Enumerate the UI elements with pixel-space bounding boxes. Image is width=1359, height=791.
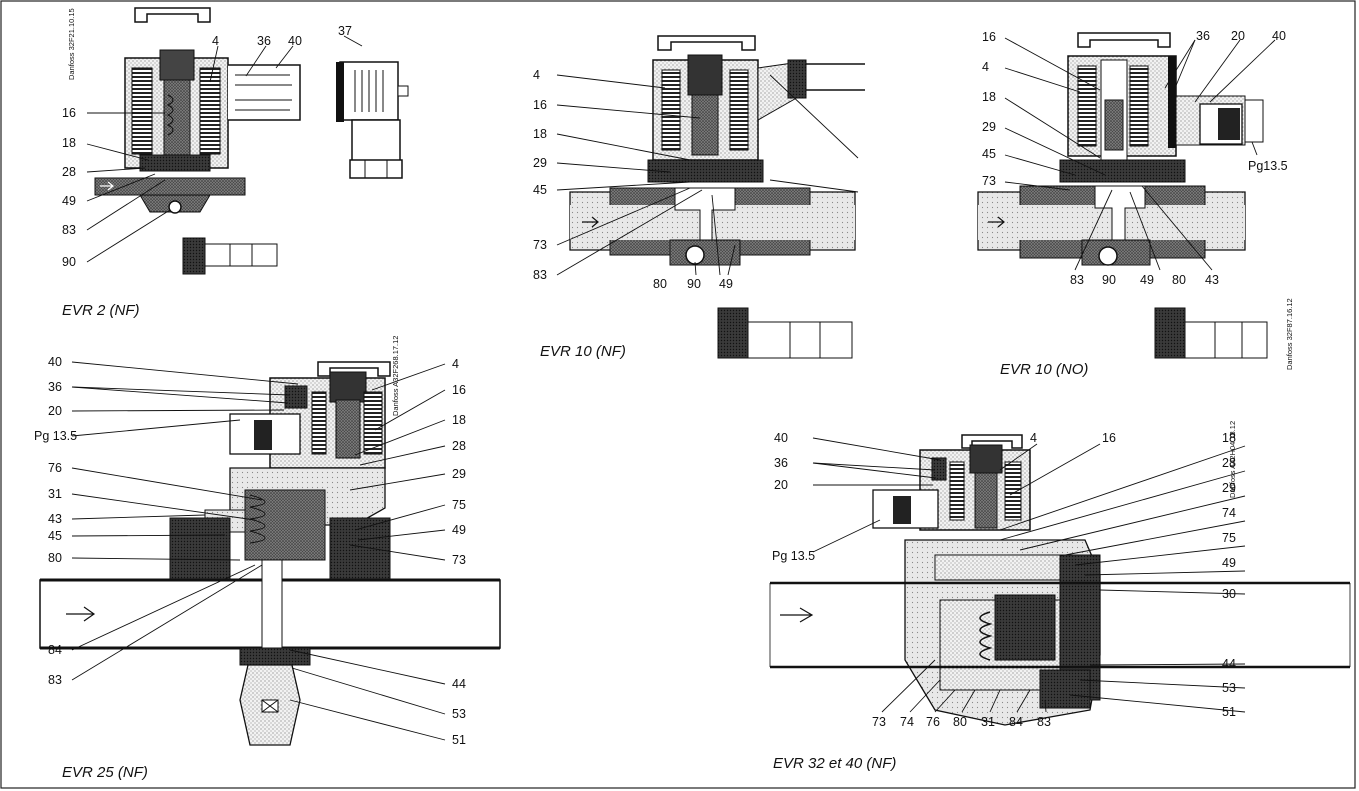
figure-evr2: Danfoss 32F21.10.15 <box>62 7 409 319</box>
label-evr32-83: 83 <box>1037 715 1051 729</box>
label-evr25-43: 43 <box>48 512 62 526</box>
label-evr25-44: 44 <box>452 677 466 691</box>
label-evr10nf-49: 49 <box>719 277 733 291</box>
label-evr10no-73: 73 <box>982 174 996 188</box>
label-evr32-44: 44 <box>1222 657 1236 671</box>
label-evr2-83: 83 <box>62 223 76 237</box>
drawing-code-evr32: Danfoss A42H04.18.12 <box>1228 421 1237 498</box>
caption-evr32-40: EVR 32 et 40 (NF) <box>773 755 896 772</box>
caption-evr10-no: EVR 10 (NO) <box>1000 361 1088 378</box>
label-evr32-28: 28 <box>1222 456 1236 470</box>
label-evr2-40: 40 <box>288 34 302 48</box>
label-evr10nf-4: 4 <box>533 68 540 82</box>
label-evr25-83: 83 <box>48 673 62 687</box>
label-evr25-29: 29 <box>452 467 466 481</box>
label-evr32-pg: Pg 13.5 <box>772 549 815 563</box>
label-evr32-74b: 74 <box>900 715 914 729</box>
label-evr32-51: 51 <box>1222 705 1236 719</box>
label-evr25-45: 45 <box>48 529 62 543</box>
label-evr10no-16: 16 <box>982 30 996 44</box>
label-evr32-75: 75 <box>1222 531 1236 545</box>
caption-evr10-nf: EVR 10 (NF) <box>540 343 626 360</box>
label-evr25-40: 40 <box>48 355 62 369</box>
label-evr10nf-45: 45 <box>533 183 547 197</box>
label-evr10no-80: 80 <box>1172 273 1186 287</box>
drawing-code-evr25: Danfoss A32F268.17.12 <box>391 336 400 416</box>
label-evr10no-4: 4 <box>982 60 989 74</box>
label-evr10no-pg: Pg13.5 <box>1248 159 1288 173</box>
label-evr10nf-18: 18 <box>533 127 547 141</box>
label-evr2-90: 90 <box>62 255 76 269</box>
label-evr25-73: 73 <box>452 553 466 567</box>
label-evr32-20: 20 <box>774 478 788 492</box>
label-evr2-16: 16 <box>62 106 76 120</box>
label-evr10no-40: 40 <box>1272 29 1286 43</box>
label-evr32-18: 18 <box>1222 431 1236 445</box>
label-evr10nf-29: 29 <box>533 156 547 170</box>
label-evr32-80: 80 <box>953 715 967 729</box>
label-evr25-16: 16 <box>452 383 466 397</box>
label-evr25-84: 84 <box>48 643 62 657</box>
label-evr25-51: 51 <box>452 733 466 747</box>
label-evr2-18: 18 <box>62 136 76 150</box>
caption-evr25: EVR 25 (NF) <box>62 764 148 781</box>
figure-evr10-nf: 4 16 18 29 45 73 83 80 90 49 EVR 10 (NF) <box>533 35 865 360</box>
label-evr32-4: 4 <box>1030 431 1037 445</box>
label-evr10no-83: 83 <box>1070 273 1084 287</box>
label-evr32-30: 30 <box>1222 587 1236 601</box>
label-evr10no-29: 29 <box>982 120 996 134</box>
label-evr10nf-73: 73 <box>533 238 547 252</box>
drawing-code-evr2: Danfoss 32F21.10.15 <box>67 8 76 80</box>
label-evr25-49: 49 <box>452 523 466 537</box>
label-evr2-28: 28 <box>62 165 76 179</box>
figure-evr10-no: Danfoss 32F87.16.12 16 4 18 29 45 73 36 … <box>977 29 1294 378</box>
label-evr32-73: 73 <box>872 715 886 729</box>
label-evr32-76: 76 <box>926 715 940 729</box>
label-evr32-74: 74 <box>1222 506 1236 520</box>
label-evr25-76: 76 <box>48 461 62 475</box>
label-evr32-84: 84 <box>1009 715 1023 729</box>
label-evr2-49: 49 <box>62 194 76 208</box>
label-evr10no-20: 20 <box>1231 29 1245 43</box>
label-evr32-53: 53 <box>1222 681 1236 695</box>
label-evr25-31: 31 <box>48 487 62 501</box>
label-evr25-18: 18 <box>452 413 466 427</box>
label-evr32-16: 16 <box>1102 431 1116 445</box>
label-evr2-4: 4 <box>212 34 219 48</box>
label-evr25-75: 75 <box>452 498 466 512</box>
figure-evr25: Danfoss A32F268.17.12 <box>34 336 501 781</box>
label-evr10no-18: 18 <box>982 90 996 104</box>
label-evr32-40: 40 <box>774 431 788 445</box>
label-evr10no-90: 90 <box>1102 273 1116 287</box>
label-evr25-36: 36 <box>48 380 62 394</box>
label-evr2-36: 36 <box>257 34 271 48</box>
label-evr2-37: 37 <box>338 24 352 38</box>
label-evr10nf-80: 80 <box>653 277 667 291</box>
figure-evr32-40: Danfoss A42H04.18.12 <box>769 421 1351 772</box>
label-evr25-53: 53 <box>452 707 466 721</box>
label-evr25-4: 4 <box>452 357 459 371</box>
label-evr25-28: 28 <box>452 439 466 453</box>
label-evr25-20: 20 <box>48 404 62 418</box>
label-evr10nf-90: 90 <box>687 277 701 291</box>
label-evr32-49: 49 <box>1222 556 1236 570</box>
label-evr32-31: 31 <box>981 715 995 729</box>
label-evr10no-36: 36 <box>1196 29 1210 43</box>
label-evr25-80: 80 <box>48 551 62 565</box>
caption-evr2: EVR 2 (NF) <box>62 302 140 319</box>
label-evr32-36: 36 <box>774 456 788 470</box>
label-evr10nf-16: 16 <box>533 98 547 112</box>
label-evr10nf-83: 83 <box>533 268 547 282</box>
drawing-code-evr10no: Danfoss 32F87.16.12 <box>1285 298 1294 370</box>
label-evr10no-43: 43 <box>1205 273 1219 287</box>
label-evr10no-49: 49 <box>1140 273 1154 287</box>
label-evr10no-45: 45 <box>982 147 996 161</box>
label-evr25-pg: Pg 13.5 <box>34 429 77 443</box>
label-evr32-29: 29 <box>1222 481 1236 495</box>
